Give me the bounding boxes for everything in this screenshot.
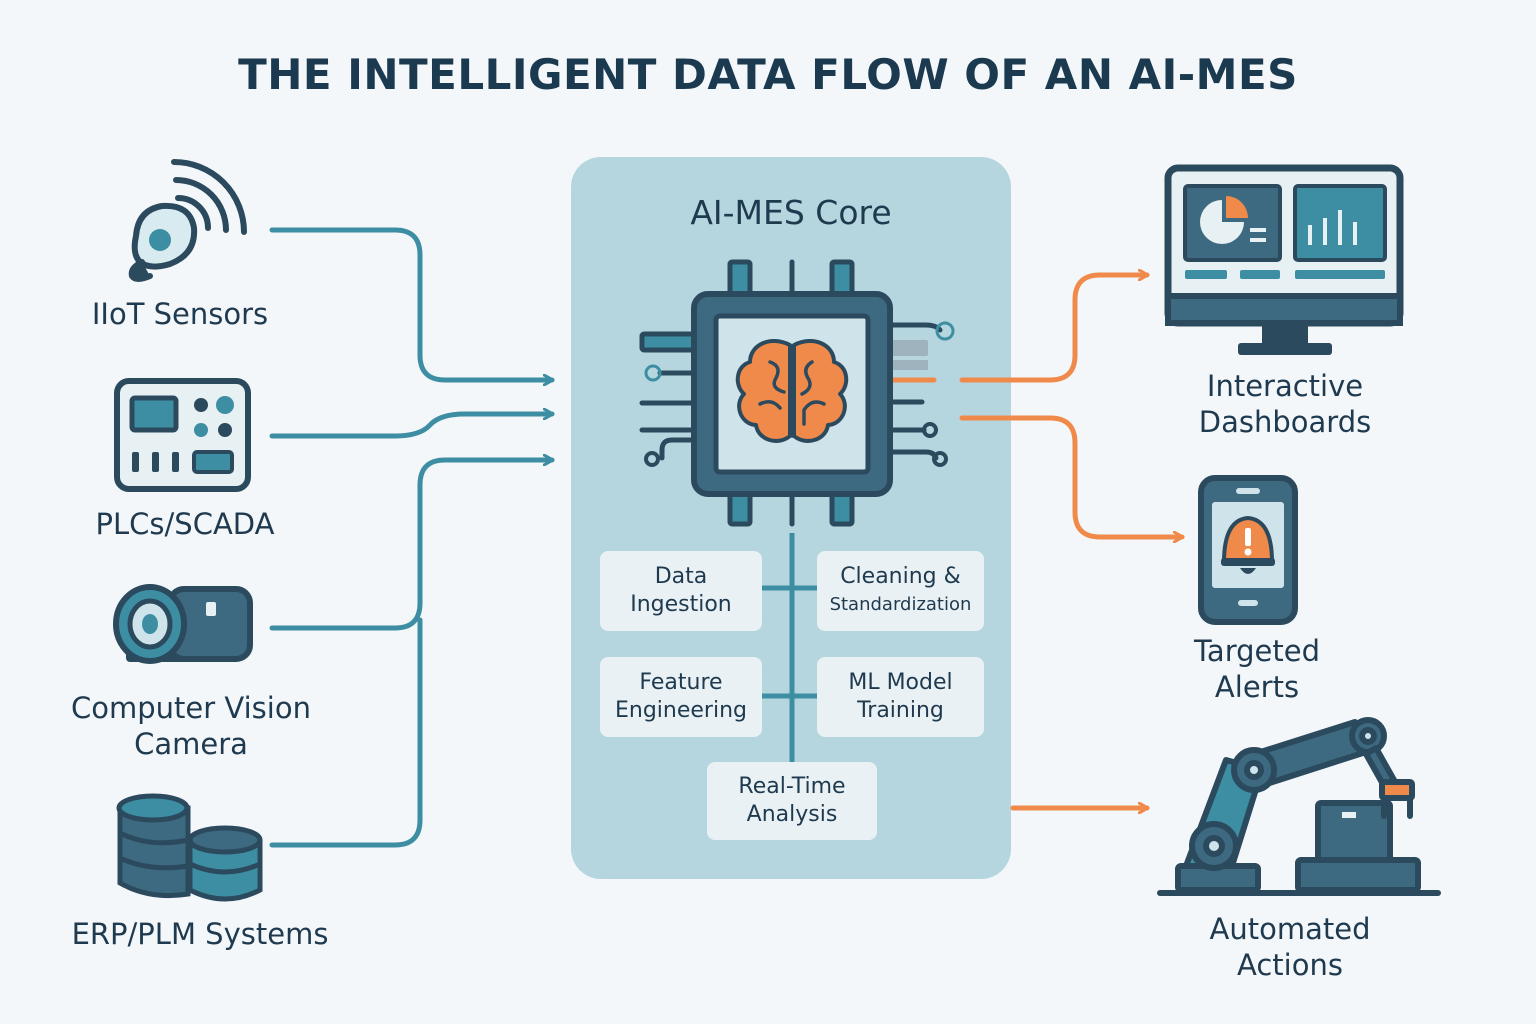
label-plcs-scada: PLCs/SCADA: [95, 507, 275, 541]
stage-cleaning-standardization: Cleaning &Standardization: [817, 551, 984, 631]
output-connectors: [959, 275, 1185, 808]
robot-arm-icon: [1157, 717, 1441, 896]
core-title: AI-MES Core: [690, 193, 892, 232]
camera-icon: [113, 584, 253, 664]
control-panel-icon: [114, 378, 251, 492]
connector-dashboards: [959, 275, 1150, 383]
diagram-title: THE INTELLIGENT DATA FLOW OF AN AI-MES: [238, 50, 1298, 99]
connector-plc: [269, 414, 555, 439]
sensor-icon: [128, 159, 247, 282]
connector-alerts: [959, 415, 1185, 537]
label-iiot-sensors: IIoT Sensors: [91, 297, 269, 331]
phone-alert-icon: [1198, 475, 1298, 625]
connector-iiot: [269, 227, 555, 380]
label-erp-plm-systems: ERP/PLM Systems: [71, 917, 329, 951]
stage-connectors: [762, 533, 818, 762]
connector-camera: [269, 460, 555, 631]
input-connectors: [269, 227, 555, 848]
connector-erp: [269, 617, 423, 848]
monitor-icon: [1164, 164, 1404, 355]
chip-brain-icon: [639, 259, 955, 527]
database-icon: [116, 793, 263, 902]
